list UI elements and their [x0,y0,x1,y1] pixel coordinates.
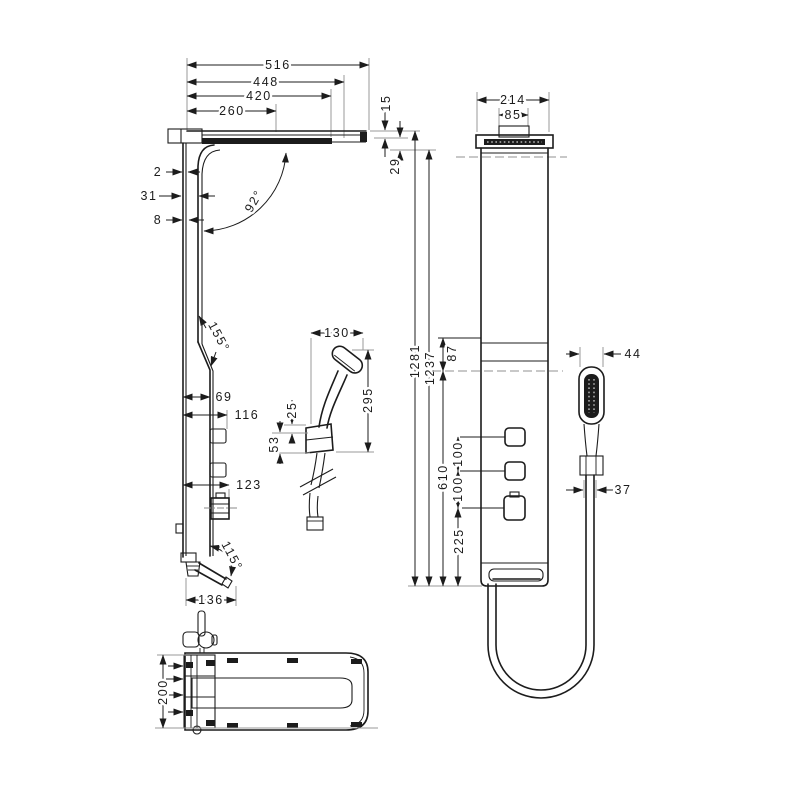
dim-label-116: 116 [235,408,260,422]
dim-label-29: 29 [388,157,402,174]
dim-label-295: 295 [361,387,375,413]
hose-front [487,474,595,699]
top-connector [498,125,530,138]
dim-label-260: 260 [219,104,245,118]
dim-label-92deg: 92° [242,187,266,215]
shower-holder-front [579,455,604,476]
hose-side [299,452,337,531]
dim-label-100b: 100 [451,476,465,502]
mounting-slots [227,658,362,728]
arm-angle-92: 92° [203,152,289,235]
dim-label-37: 37 [614,483,631,497]
dim-label-130: 130 [324,326,350,340]
diverter-handle-plan [182,610,218,653]
wall-gap-dims: 2 31 8 [138,163,215,230]
dim-label-44: 44 [624,347,641,361]
dim-label-610: 610 [436,464,450,490]
dim-label-1237: 1237 [423,351,437,385]
bend-angle-155: 155° [198,315,235,367]
control-knobs-side [204,428,237,520]
dim-label-448: 448 [253,75,279,89]
dim-label-136: 136 [198,593,224,607]
overhead-sprayface-front [484,139,545,145]
handshower-head-side [331,345,364,374]
dim-label-115deg: 115° [218,539,245,573]
handshower-handle-side [318,370,339,428]
plan-view: 200 [154,610,378,735]
dim-label-123: 123 [236,478,262,492]
dim-label-15: 15 [379,94,393,111]
dim-label-69: 69 [215,390,232,404]
dim-label-516: 516 [265,58,291,72]
handshower-front: 44 37 [566,345,642,500]
panel-arm-profile [167,128,367,344]
bottom-spout-side [180,552,233,589]
dim-label-225: 225 [452,528,466,554]
dim-label-25: 25 [285,401,299,418]
height-dimensions: 15 29 1281 1237 87 610 100 100 225 [370,92,505,587]
dim-label-87: 87 [445,344,459,361]
front-view: 214 85 [432,91,642,699]
dim-label-420: 420 [246,89,272,103]
wall-bracket-mid [175,523,184,534]
wall-bracket-plan [183,654,216,735]
fixing-point-arrows [166,662,184,716]
dim-label-53: 53 [267,435,281,452]
dim-label-100a: 100 [451,441,465,467]
handshower-detail: 130 295 25 53 [265,324,378,531]
overhead-sprayface-side [202,138,332,144]
spout-angle-115: 115° [209,536,248,577]
dim-label-31: 31 [140,189,157,203]
control-buttons-front [503,427,526,521]
dim-label-8: 8 [154,213,163,227]
dim-label-2: 2 [154,165,163,179]
dim-label-200: 200 [156,679,170,705]
dim-label-85: 85 [504,108,521,122]
panel-body-front [480,147,549,587]
dim-label-1281: 1281 [408,344,422,378]
overhead-shower-front [475,134,554,149]
dim-label-155deg: 155° [205,319,233,354]
side-view: 516 448 420 260 2 31 [138,56,370,610]
shower-holder-side [305,423,334,454]
handshower-head-front [578,366,605,425]
bath-spout-front [488,568,544,582]
panel-body-side [175,142,214,558]
panel-body-plan [184,652,369,731]
dim-label-214: 214 [500,93,526,107]
